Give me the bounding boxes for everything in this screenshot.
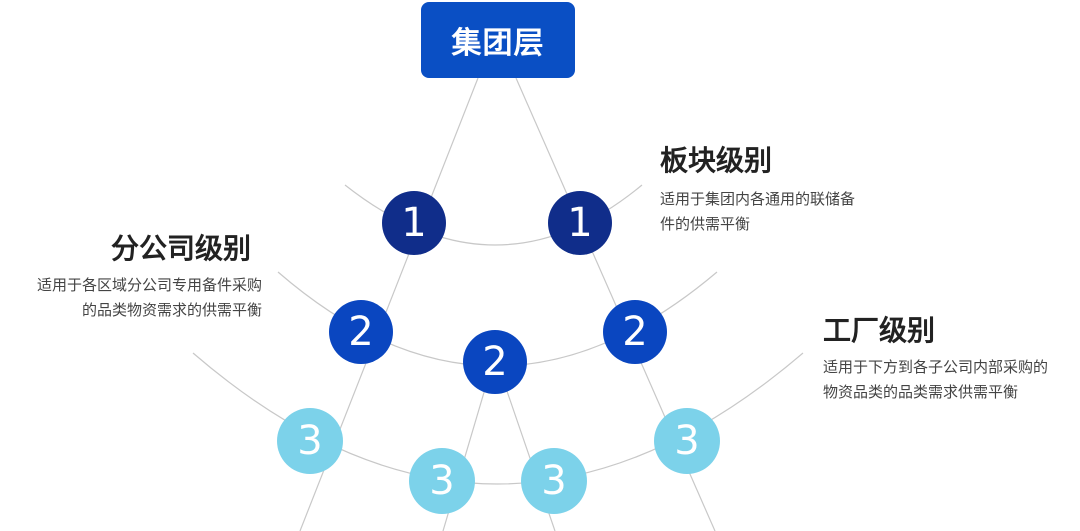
node-label: 1: [401, 200, 427, 246]
level-2-node: 2: [329, 300, 393, 364]
desc-line: 件的供需平衡: [660, 215, 751, 233]
factory-level-title: 工厂级别: [823, 314, 936, 347]
desc-line: 适用于各区域分公司专用备件采购: [36, 276, 262, 294]
node-label: 2: [622, 309, 648, 355]
node-label: 2: [482, 339, 508, 385]
level-1-node: 1: [548, 191, 612, 255]
node-label: 2: [348, 309, 374, 355]
branch-level-desc: 适用于各区域分公司专用备件采购 的品类物资需求的供需平衡: [37, 273, 262, 323]
node-label: 3: [429, 458, 455, 504]
connector-arc: [192, 352, 804, 485]
level-3-node: 3: [521, 448, 587, 514]
node-label: 3: [297, 418, 323, 464]
group-level-label: 集团层: [451, 26, 545, 61]
level-2-node: 2: [603, 300, 667, 364]
level-1-node: 1: [382, 191, 446, 255]
factory-level-desc: 适用于下方到各子公司内部采购的 物资品类的品类需求供需平衡: [823, 355, 1048, 405]
sector-level-title: 板块级别: [660, 144, 773, 177]
branch-level-title: 分公司级别: [111, 232, 252, 265]
node-label: 1: [567, 200, 593, 246]
desc-line: 的品类物资需求的供需平衡: [81, 301, 262, 319]
desc-line: 适用于下方到各子公司内部采购的: [823, 358, 1049, 376]
level-3-node: 3: [409, 448, 475, 514]
node-label: 3: [674, 418, 700, 464]
level-2-node: 2: [463, 330, 527, 394]
desc-line: 物资品类的品类需求供需平衡: [823, 383, 1019, 401]
node-label: 3: [541, 458, 567, 504]
level-3-node: 3: [277, 408, 343, 474]
level-3-node: 3: [654, 408, 720, 474]
group-level-box: 集团层: [421, 2, 575, 78]
sector-level-desc: 适用于集团内各通用的联储备 件的供需平衡: [660, 187, 855, 237]
desc-line: 适用于集团内各通用的联储备: [660, 190, 856, 208]
